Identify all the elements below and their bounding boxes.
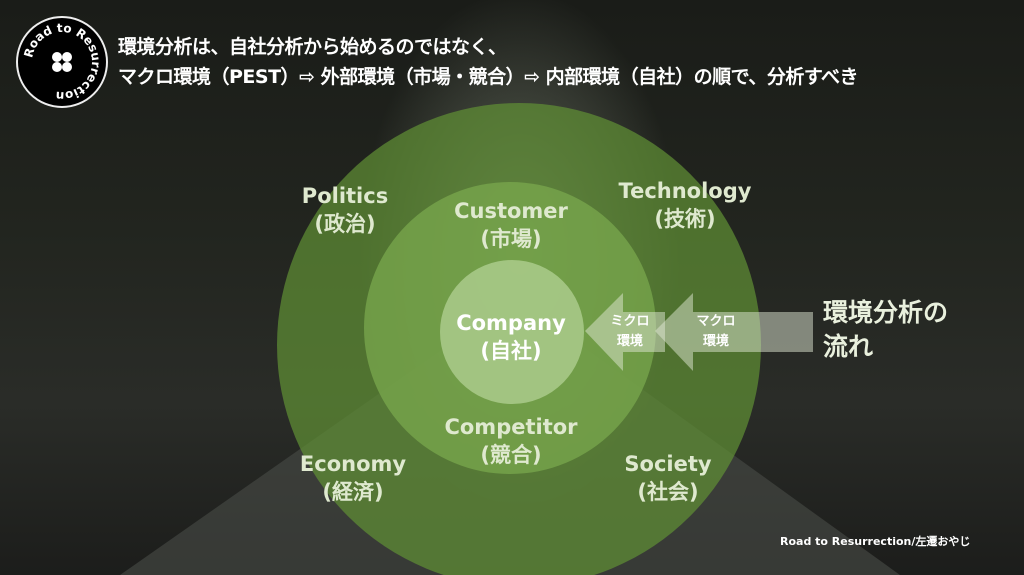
flow-caption: 環境分析の流れ (823, 298, 949, 361)
header-line-2: マクロ環境（PEST）⇨ 外部環境（市場・競合）⇨ 内部環境（自社）の順で、分析… (118, 66, 859, 88)
svg-text:Road to Resurrection: Road to Resurrection (21, 21, 103, 103)
macro-arrow-label: マクロ環境 (696, 314, 736, 349)
footer-credit: Road to Resurrection/左遷おやじ (780, 535, 971, 548)
micro-arrow-label: ミクロ環境 (610, 314, 650, 349)
label-technology: Technology(技術) (618, 179, 752, 231)
label-competitor: Competitor(競合) (444, 415, 578, 467)
header-line-1: 環境分析は、自社分析から始めるのではなく、 (118, 36, 507, 58)
macro-arrow (655, 293, 813, 371)
clover-icon (52, 52, 72, 72)
label-company: Company(自社) (456, 311, 566, 363)
label-society: Society(社会) (624, 452, 712, 504)
label-customer: Customer(市場) (454, 199, 568, 251)
micro-arrow (585, 293, 665, 371)
label-politics: Politics(政治) (301, 184, 389, 236)
inner-circle-company (440, 260, 584, 404)
label-economy: Economy(経済) (299, 452, 407, 504)
logo: Road to Resurrection (16, 16, 108, 108)
